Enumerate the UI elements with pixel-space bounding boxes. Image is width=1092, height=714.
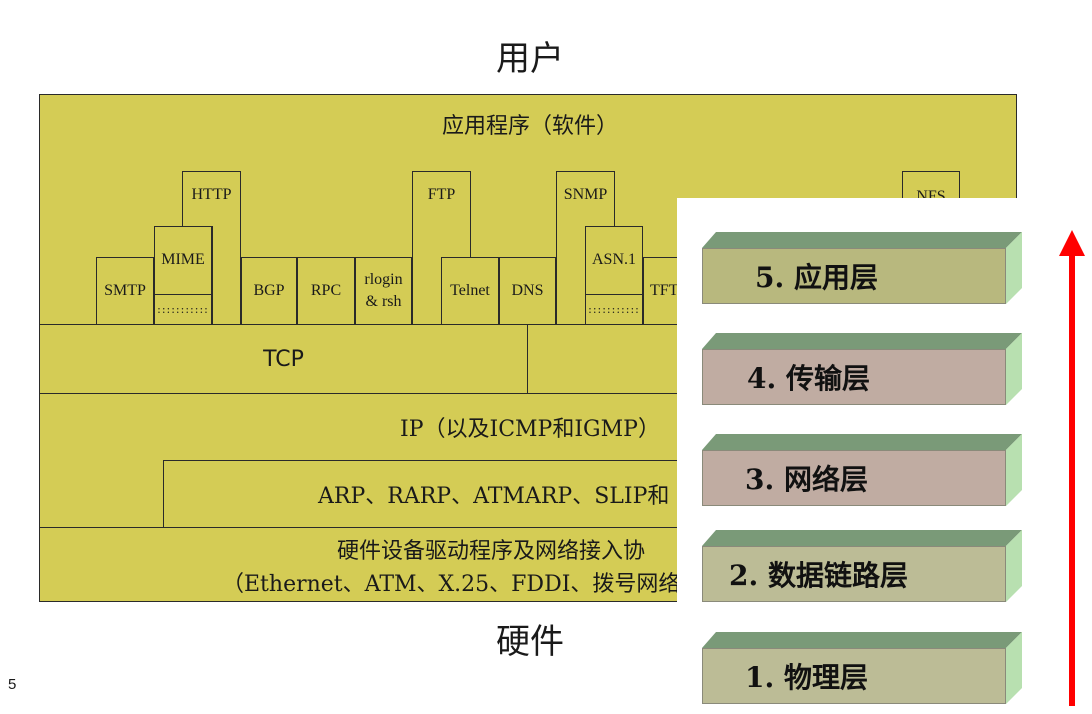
layer-5-label: 5. 应用层: [755, 261, 878, 294]
protocol-asn1: ASN.1 :::::::::::: [585, 226, 643, 325]
application-title: 应用程序（软件）: [441, 114, 618, 139]
layer-5-front: 5. 应用层: [702, 248, 1006, 304]
layer-3-block: 3. 网络层: [702, 434, 1022, 506]
layer-3-top: [702, 434, 1022, 450]
protocol-rsh-label: & rsh: [365, 293, 402, 310]
layer-2-label: 2. 数据链路层: [729, 559, 908, 592]
up-arrow-icon: [1059, 230, 1085, 706]
up-arrow-head: [1059, 230, 1085, 256]
protocol-dns: DNS: [499, 257, 556, 325]
protocol-rlogin-rsh: rlogin & rsh: [355, 257, 412, 325]
layer-5-block: 5. 应用层: [702, 232, 1022, 304]
layer-5-top: [702, 232, 1022, 248]
layer-4-label: 4. 传输层: [747, 362, 870, 395]
layer-5-side: [1006, 232, 1022, 304]
protocol-ftp-label: FTP: [427, 186, 456, 203]
protocol-telnet: Telnet: [441, 257, 499, 325]
protocol-mime: MIME :::::::::::: [154, 226, 212, 325]
protocol-asn1-dots: :::::::::::: [586, 294, 642, 324]
up-arrow-shaft: [1069, 254, 1075, 706]
hardware-label: 硬件: [496, 621, 564, 662]
hardware-line-2: （Ethernet、ATM、X.25、FDDI、拨号网络: [222, 572, 681, 597]
protocol-snmp-label: SNMP: [563, 186, 608, 203]
layer-4-front: 4. 传输层: [702, 349, 1006, 405]
layer-3-front: 3. 网络层: [702, 450, 1006, 506]
layer-1-top: [702, 632, 1022, 648]
protocol-mime-dots: :::::::::::: [155, 294, 211, 324]
protocol-http-column: [212, 226, 241, 325]
layer-2-front: 2. 数据链路层: [702, 546, 1006, 602]
protocol-http: HTTP: [182, 171, 241, 227]
protocol-smtp: SMTP: [96, 257, 154, 325]
layer-2-top: [702, 530, 1022, 546]
protocol-tftp-label: TFT: [650, 282, 679, 300]
protocol-http-label: HTTP: [191, 186, 232, 203]
protocol-asn1-label: ASN.1: [591, 251, 636, 269]
protocol-mime-label: MIME: [161, 251, 205, 269]
layer-1-front: 1. 物理层: [702, 648, 1006, 704]
layer-4-side: [1006, 333, 1022, 405]
layer-3-label: 3. 网络层: [745, 463, 868, 496]
protocol-rpc: RPC: [297, 257, 355, 325]
user-label: 用户: [496, 38, 564, 79]
ip-label: IP（以及ICMP和IGMP）: [400, 417, 660, 442]
layer-2-side: [1006, 530, 1022, 602]
page-number: 5: [8, 676, 17, 693]
hardware-line-1: 硬件设备驱动程序及网络接入协: [337, 539, 646, 564]
layer-4-top: [702, 333, 1022, 349]
layer-2-block: 2. 数据链路层: [702, 530, 1022, 602]
layer-1-block: 1. 物理层: [702, 632, 1022, 704]
arp-label: ARP、RARP、ATMARP、SLIP和: [318, 484, 670, 509]
tcp-layer: TCP: [39, 324, 528, 394]
layer-4-block: 4. 传输层: [702, 333, 1022, 405]
protocol-bgp: BGP: [241, 257, 297, 325]
layer-1-side: [1006, 632, 1022, 704]
layer-1-label: 1. 物理层: [745, 661, 868, 694]
protocol-rlogin-label: rlogin: [364, 271, 403, 289]
tcp-label: TCP: [263, 346, 304, 372]
layer-3-side: [1006, 434, 1022, 506]
